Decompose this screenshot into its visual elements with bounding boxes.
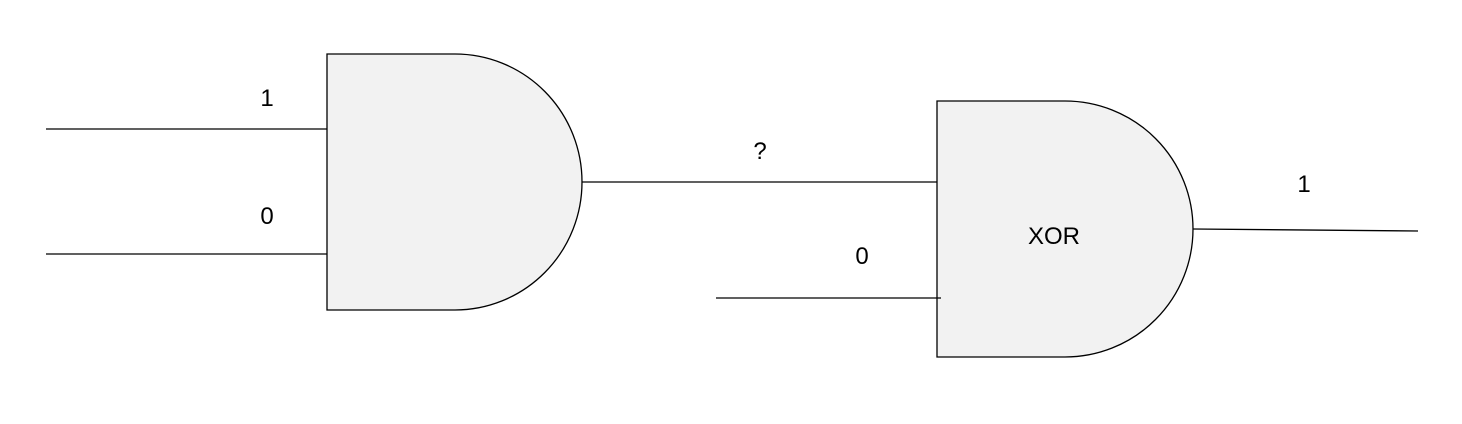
gate-1-input-2-label: 0 (260, 203, 273, 230)
gate-2-output-label: 1 (1297, 171, 1310, 198)
gate-2-output-wire (1192, 228, 1419, 232)
gate-1-input-1-label: 1 (260, 85, 273, 112)
gate-1-body (326, 53, 583, 311)
gate-1-output-label: ? (753, 138, 766, 165)
gate-2-input-2-label: 0 (855, 243, 868, 270)
gate-2-xor-body (936, 100, 1194, 358)
gate-2-name-label: XOR (1028, 223, 1080, 250)
